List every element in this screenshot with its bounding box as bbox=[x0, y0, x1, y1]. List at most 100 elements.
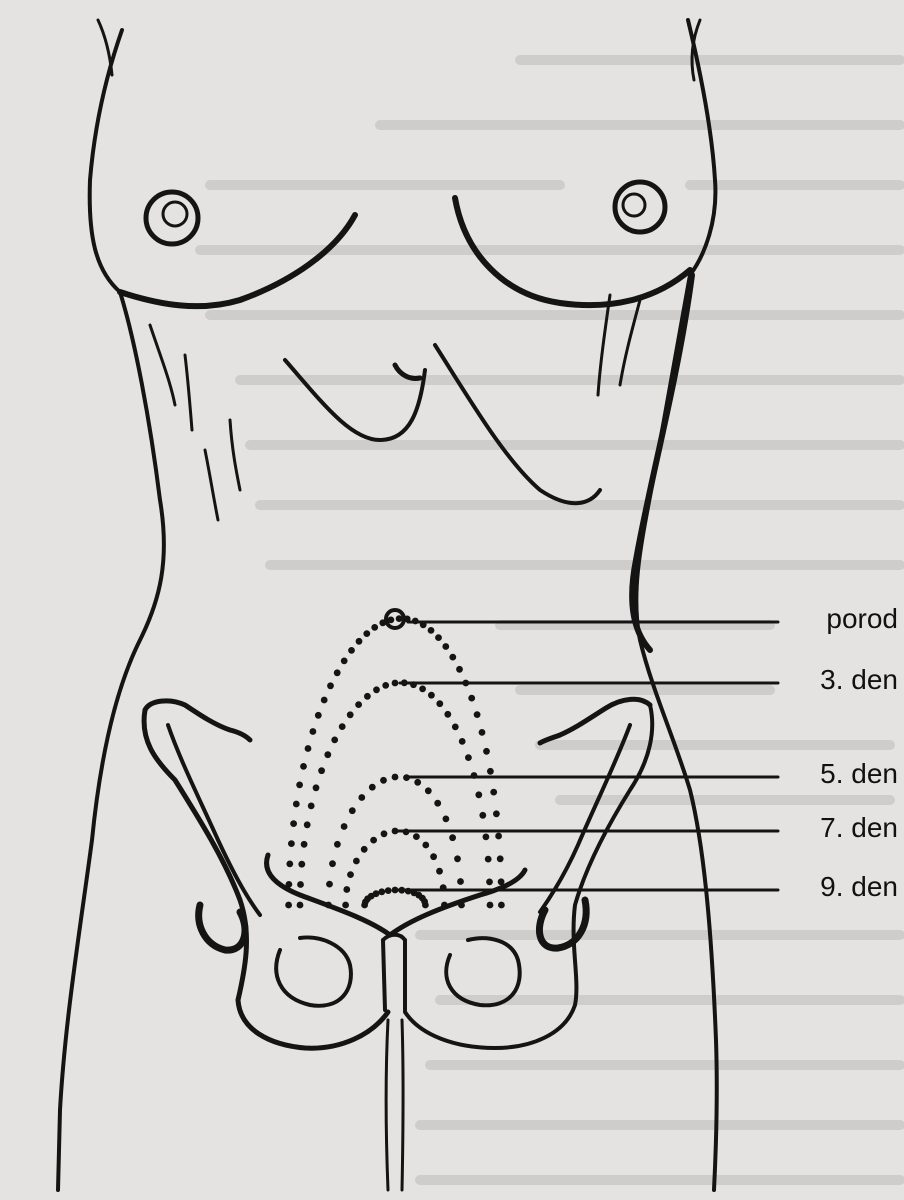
uterus-dot bbox=[435, 634, 442, 641]
uterus-dot bbox=[444, 711, 451, 718]
uterus-dot bbox=[468, 695, 475, 702]
uterus-dot bbox=[493, 810, 500, 817]
uterus-dot bbox=[413, 833, 420, 840]
uterus-dot bbox=[487, 768, 494, 775]
uterus-dot bbox=[440, 884, 447, 891]
uterus-dot bbox=[313, 784, 320, 791]
label-5-den: 5. den bbox=[820, 758, 898, 790]
uterus-dot bbox=[392, 680, 399, 687]
uterus-dot bbox=[422, 842, 429, 849]
uterus-dot bbox=[329, 860, 336, 867]
label-7-den: 7. den bbox=[820, 812, 898, 844]
uterus-dot bbox=[380, 777, 387, 784]
uterus-dot bbox=[483, 834, 490, 841]
uterus-dot bbox=[326, 881, 333, 888]
uterus-dot bbox=[449, 654, 456, 661]
uterus-dot bbox=[449, 834, 456, 841]
uterus-dot bbox=[348, 647, 355, 654]
uterus-dot bbox=[321, 697, 328, 704]
ribcage-lines bbox=[150, 295, 640, 520]
uterus-dot bbox=[434, 800, 441, 807]
label-9-den: 9. den bbox=[820, 871, 898, 903]
uterus-dot bbox=[297, 881, 304, 888]
uterus-dot bbox=[396, 615, 403, 622]
uterus-dot bbox=[420, 621, 427, 628]
uterus-dot bbox=[443, 816, 450, 823]
uterus-dot bbox=[474, 711, 481, 718]
uterus-dot bbox=[342, 902, 349, 909]
uterus-dot bbox=[369, 784, 376, 791]
uterus-dot bbox=[456, 666, 463, 673]
uterus-dot bbox=[495, 833, 502, 840]
uterus-dot bbox=[349, 807, 356, 814]
uterus-dot bbox=[310, 728, 317, 735]
uterus-dot bbox=[371, 624, 378, 631]
uterus-dot bbox=[462, 680, 469, 687]
uterus-dot bbox=[388, 617, 395, 624]
uterus-dot bbox=[452, 724, 459, 731]
uterus-dot bbox=[370, 837, 377, 844]
uterus-dot bbox=[441, 902, 448, 909]
uterus-dot bbox=[382, 682, 389, 689]
uterus-dot bbox=[373, 890, 380, 897]
uterus-dot bbox=[318, 767, 325, 774]
uterus-dot bbox=[459, 738, 466, 745]
uterus-dot bbox=[325, 902, 332, 909]
uterus-dot bbox=[419, 686, 426, 693]
uterus-dot bbox=[485, 856, 492, 863]
uterus-dot bbox=[487, 902, 494, 909]
uterus-dot bbox=[385, 887, 392, 894]
uterus-dot bbox=[378, 888, 385, 895]
uterus-dot bbox=[305, 745, 312, 752]
uterus-dot bbox=[410, 681, 417, 688]
uterus-dot bbox=[296, 782, 303, 789]
uterus-dot bbox=[304, 821, 311, 828]
uterus-dot bbox=[381, 830, 388, 837]
uterus-dot bbox=[339, 723, 346, 730]
uterus-dot bbox=[297, 902, 304, 909]
uterus-outlines bbox=[285, 615, 505, 908]
uterus-dot bbox=[301, 841, 308, 848]
uterus-dot bbox=[379, 619, 386, 626]
uterus-dot bbox=[392, 774, 399, 781]
uterus-dot bbox=[358, 794, 365, 801]
uterus-outline-7-den bbox=[342, 828, 448, 909]
uterus-dot bbox=[347, 711, 354, 718]
uterus-dot bbox=[483, 748, 490, 755]
uterus-dot bbox=[465, 754, 472, 761]
uterus-dot bbox=[414, 779, 421, 786]
uterus-dot bbox=[285, 902, 292, 909]
uterus-dot bbox=[392, 887, 399, 894]
uterus-dot bbox=[355, 701, 362, 708]
uterus-dot bbox=[475, 791, 482, 798]
uterus-dot bbox=[479, 729, 486, 736]
uterus-dot bbox=[486, 879, 493, 886]
uterus-dot bbox=[404, 616, 411, 623]
uterus-dot bbox=[286, 861, 293, 868]
uterus-dot bbox=[403, 774, 410, 781]
uterus-dot bbox=[428, 627, 435, 634]
uterus-dot bbox=[401, 679, 408, 686]
breasts bbox=[120, 182, 690, 306]
uterus-dot bbox=[392, 828, 399, 835]
uterus-dot bbox=[334, 841, 341, 848]
uterus-dot bbox=[498, 878, 505, 885]
uterus-dot bbox=[324, 751, 331, 758]
uterus-dot bbox=[364, 693, 371, 700]
uterus-dot bbox=[361, 846, 368, 853]
uterus-dot bbox=[334, 669, 341, 676]
uterus-dot bbox=[315, 712, 322, 719]
uterus-dot bbox=[412, 618, 419, 625]
uterus-outline-porod bbox=[285, 615, 505, 908]
uterus-dot bbox=[428, 692, 435, 699]
uterus-dot bbox=[497, 855, 504, 862]
uterus-dot bbox=[479, 812, 486, 819]
uterus-dot bbox=[300, 763, 307, 770]
uterus-dot bbox=[471, 772, 478, 779]
uterus-dot bbox=[356, 638, 363, 645]
uterus-dot bbox=[373, 686, 380, 693]
uterus-dot bbox=[442, 643, 449, 650]
pelvis-bones bbox=[144, 699, 652, 1190]
uterus-dot bbox=[298, 861, 305, 868]
